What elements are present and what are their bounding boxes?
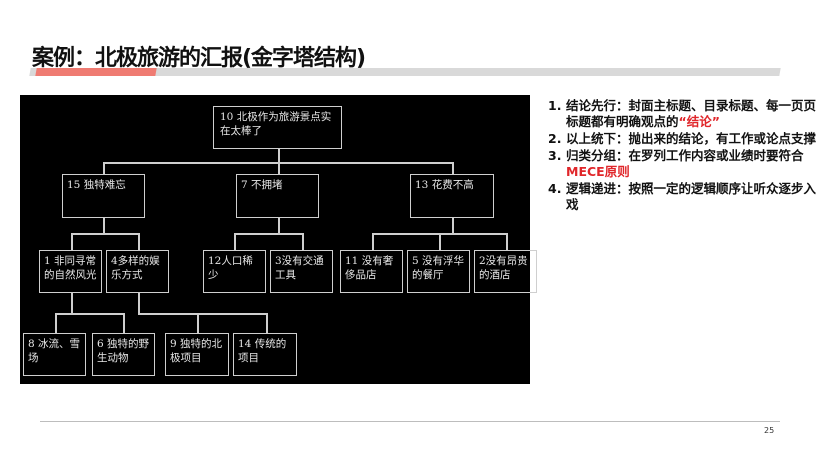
- connector: [278, 162, 280, 174]
- node-level3: 12人口稀少: [203, 250, 266, 293]
- node-level2: 13 花费不高: [410, 174, 494, 218]
- connector: [372, 233, 374, 250]
- item-number: 3.: [548, 148, 562, 163]
- connector: [123, 313, 125, 333]
- node-level2: 15 独特难忘: [62, 174, 145, 218]
- principles-list: 1. 结论先行：封面主标题、目录标题、每一页页标题都有明确观点的“结论” 2. 以上…: [548, 98, 818, 214]
- item-text: 结论先行：封面主标题、目录标题、每一页页标题都有明确观点的: [566, 98, 817, 129]
- node-level3: 4多样的娱乐方式: [106, 250, 169, 293]
- connector: [138, 233, 140, 250]
- connector: [302, 233, 304, 250]
- slide-title: 案例：北极旅游的汇报(金字塔结构): [32, 46, 366, 71]
- connector: [103, 162, 105, 174]
- connector: [506, 233, 508, 250]
- node-root: 10 北极作为旅游景点实在太棒了: [213, 106, 342, 149]
- connector: [71, 233, 138, 235]
- connector: [439, 233, 441, 250]
- connector: [452, 218, 454, 233]
- title-accent-bar: [35, 68, 157, 76]
- item-number: 4.: [548, 181, 562, 196]
- connector: [278, 149, 280, 162]
- node-level3: 1 非同寻常的自然风光: [39, 250, 102, 293]
- principle-item: 1. 结论先行：封面主标题、目录标题、每一页页标题都有明确观点的“结论”: [548, 98, 818, 130]
- connector: [138, 293, 140, 313]
- item-text: 以上统下：抛出来的结论，有工作或论点支撑: [566, 131, 817, 146]
- connector: [55, 313, 123, 315]
- pyramid-diagram: 10 北极作为旅游景点实在太棒了 15 独特难忘 7 不拥堵 13 花费不高 1…: [20, 95, 537, 384]
- item-text: 归类分组：在罗列工作内容或业绩时要符合: [566, 148, 804, 163]
- principle-item: 2. 以上统下：抛出来的结论，有工作或论点支撑: [548, 131, 818, 147]
- connector: [138, 313, 266, 315]
- item-highlight: “结论”: [678, 114, 720, 129]
- page-number: 25: [764, 426, 775, 435]
- node-level3: 2没有昂贵的酒店: [474, 250, 537, 293]
- node-level4: 9 独特的北极项目: [165, 333, 229, 376]
- connector: [197, 313, 199, 333]
- connector: [71, 233, 73, 250]
- connector: [278, 218, 280, 233]
- item-number: 1.: [548, 98, 562, 113]
- connector: [55, 313, 57, 333]
- connector: [266, 313, 268, 333]
- connector: [103, 218, 105, 233]
- principle-item: 4. 逻辑递进：按照一定的逻辑顺序让听众逐步入戏: [548, 181, 818, 213]
- principle-item: 3. 归类分组：在罗列工作内容或业绩时要符合MECE原则: [548, 148, 818, 180]
- node-level4: 8 冰流、雪场: [23, 333, 86, 376]
- item-highlight: MECE原则: [566, 164, 630, 179]
- connector: [71, 293, 73, 313]
- connector: [234, 233, 302, 235]
- node-level3: 11 没有奢侈品店: [340, 250, 403, 293]
- connector: [103, 162, 452, 164]
- node-level4: 14 传统的项目: [233, 333, 297, 376]
- item-number: 2.: [548, 131, 562, 146]
- connector: [234, 233, 236, 250]
- footer-divider: [40, 421, 780, 422]
- item-text: 逻辑递进：按照一定的逻辑顺序让听众逐步入戏: [566, 181, 817, 212]
- node-level4: 6 独特的野生动物: [92, 333, 155, 376]
- node-level3: 5 没有浮华的餐厅: [407, 250, 470, 293]
- connector: [452, 162, 454, 174]
- node-level3: 3没有交通工具: [270, 250, 333, 293]
- node-level2: 7 不拥堵: [236, 174, 319, 218]
